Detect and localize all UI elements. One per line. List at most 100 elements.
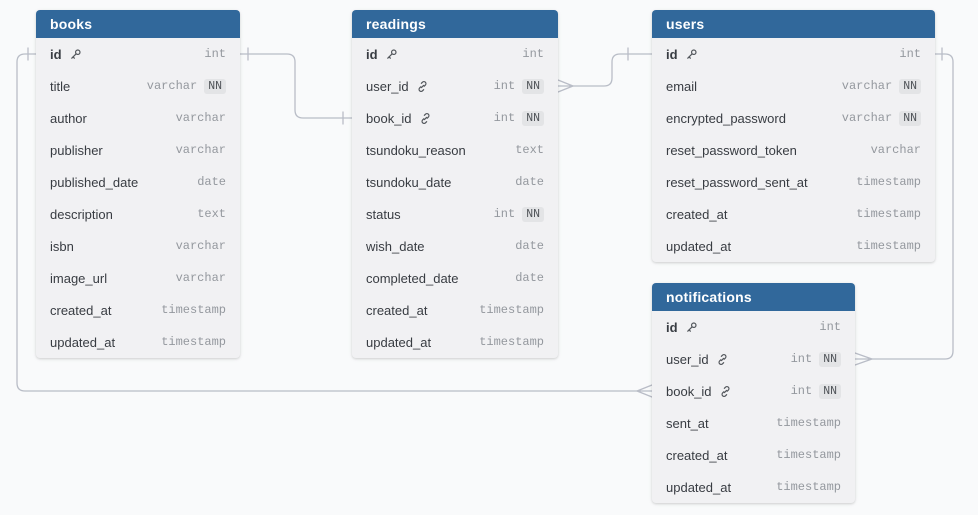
field-type: timestamp (479, 303, 544, 317)
table-header[interactable]: notifications (652, 283, 855, 311)
table-header[interactable]: users (652, 10, 935, 38)
relationship-readings-users[interactable] (557, 47, 653, 93)
field-row[interactable]: description text (36, 198, 240, 230)
field-name: tsundoku_date (366, 174, 452, 190)
field-name: user_id (366, 78, 409, 94)
field-row[interactable]: tsundoku_date date (352, 166, 558, 198)
field-type: int (790, 352, 813, 366)
field-type: varchar (175, 111, 226, 125)
primary-key-icon (685, 321, 698, 334)
field-type: timestamp (161, 303, 226, 317)
field-type: varchar (175, 143, 226, 157)
field-type: date (515, 271, 544, 285)
not-null-badge: NN (899, 110, 921, 126)
table-title: books (50, 16, 93, 32)
field-name: description (50, 206, 113, 222)
foreign-key-icon (419, 112, 432, 125)
field-type: date (515, 175, 544, 189)
table-header[interactable]: books (36, 10, 240, 38)
field-name: created_at (50, 302, 112, 318)
field-name: reset_password_token (666, 142, 797, 158)
field-row[interactable]: id int (652, 38, 935, 70)
field-name: created_at (666, 447, 728, 463)
relationship-users-notifications[interactable] (854, 47, 954, 366)
field-row[interactable]: updated_at timestamp (652, 471, 855, 503)
not-null-badge: NN (522, 206, 544, 222)
field-row[interactable]: book_id int NN (652, 375, 855, 407)
field-row[interactable]: id int (652, 311, 855, 343)
field-name: published_date (50, 174, 139, 190)
field-name: id (666, 319, 678, 335)
field-name: email (666, 78, 698, 94)
not-null-badge: NN (819, 383, 841, 399)
field-name: reset_password_sent_at (666, 174, 808, 190)
field-type: varchar (870, 143, 921, 157)
field-row[interactable]: created_at timestamp (36, 294, 240, 326)
field-type: date (515, 239, 544, 253)
field-name: status (366, 206, 401, 222)
field-name: updated_at (666, 479, 732, 495)
field-type: varchar (841, 79, 893, 93)
field-type: int (790, 384, 813, 398)
field-type: int (493, 111, 516, 125)
field-name: author (50, 110, 87, 126)
field-name: book_id (666, 383, 712, 399)
field-type: int (493, 207, 516, 221)
field-type: date (197, 175, 226, 189)
field-row[interactable]: author varchar (36, 102, 240, 134)
not-null-badge: NN (204, 78, 226, 94)
field-name: wish_date (366, 238, 425, 254)
field-row[interactable]: tsundoku_reason text (352, 134, 558, 166)
field-name: tsundoku_reason (366, 142, 466, 158)
not-null-badge: NN (522, 110, 544, 126)
field-type: int (522, 47, 544, 61)
field-type: int (899, 47, 921, 61)
field-type: varchar (841, 111, 893, 125)
field-type: text (197, 207, 226, 221)
field-name: title (50, 78, 71, 94)
table-header[interactable]: readings (352, 10, 558, 38)
field-row[interactable]: status int NN (352, 198, 558, 230)
field-row[interactable]: wish_date date (352, 230, 558, 262)
field-type: timestamp (776, 480, 841, 494)
table-title: readings (366, 16, 426, 32)
relationship-books-notifications[interactable] (16, 47, 653, 398)
primary-key-icon (685, 48, 698, 61)
table-title: users (666, 16, 705, 32)
field-row[interactable]: reset_password_token varchar (652, 134, 935, 166)
field-type: text (515, 143, 544, 157)
field-row[interactable]: published_date date (36, 166, 240, 198)
field-type: timestamp (479, 335, 544, 349)
field-name: updated_at (50, 334, 116, 350)
field-name: id (666, 46, 678, 62)
field-type: timestamp (776, 416, 841, 430)
relationship-books-readings[interactable] (239, 47, 353, 125)
field-type: int (819, 320, 841, 334)
